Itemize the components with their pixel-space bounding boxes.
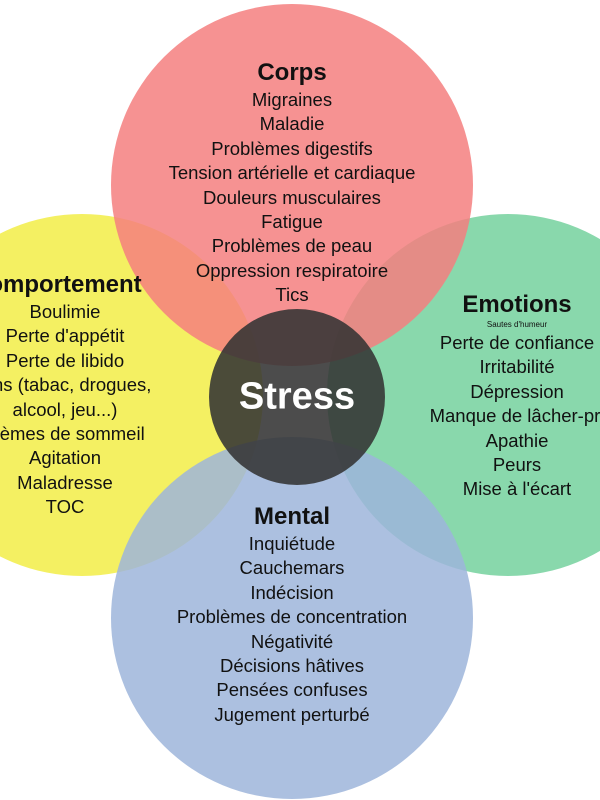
comportement-item: TOC (45, 496, 85, 518)
corps-item: Tics (275, 284, 309, 306)
mental-item: Jugement perturbé (214, 703, 370, 725)
corps-item: Oppression respiratoire (195, 259, 389, 281)
mental-items: Inquiétude Cauchemars Indécision Problèm… (177, 532, 407, 727)
corps-item: Maladie (259, 113, 325, 135)
emotions-item: Peurs (492, 454, 542, 476)
emotions-item: Apathie (485, 429, 549, 451)
corps-title: Corps (257, 59, 327, 86)
comportement-section: omportement Boulimie Perte d'appétit Per… (0, 270, 151, 520)
emotions-item: Dépression (470, 380, 564, 402)
mental-item: Inquiétude (248, 533, 336, 554)
corps-section: Corps Migraines Maladie Problèmes digest… (169, 58, 416, 308)
mental-circle (111, 437, 473, 799)
emotions-item: Mise à l'écart (462, 478, 572, 500)
comportement-item: Perte de libido (5, 349, 125, 371)
corps-items: Migraines Maladie Problèmes digestifs Te… (169, 88, 416, 308)
comportement-item: Perte d'appétit (5, 325, 125, 347)
corps-item: Problèmes de peau (211, 235, 373, 257)
mental-item: Indécision (250, 581, 334, 603)
comportement-items: Boulimie Perte d'appétit Perte de libido… (0, 300, 151, 520)
comportement-item: Boulimie (29, 301, 101, 322)
comportement-item: ions (tabac, drogues, (0, 374, 152, 396)
mental-item: Pensées confuses (216, 679, 368, 701)
comportement-item: Maladresse (17, 471, 113, 493)
corps-item: Problèmes digestifs (211, 137, 373, 159)
corps-item: Fatigue (261, 211, 323, 233)
mental-title: Mental (253, 503, 331, 530)
stress-center-circle (209, 309, 385, 485)
mental-item: Décisions hâtives (220, 655, 364, 677)
emotions-item: Manque de lâcher-pri (429, 405, 600, 427)
comportement-item: blèmes de sommeil (0, 423, 145, 445)
emotions-section: Emotions Sautes d'humeur Perte de confia… (430, 290, 600, 502)
mental-item: Négativité (250, 630, 334, 652)
emotions-title: Emotions (462, 291, 572, 318)
mental-item: Problèmes de concentration (176, 606, 408, 628)
comportement-item: alcool, jeu...) (12, 398, 118, 420)
comportement-item: Agitation (29, 447, 101, 469)
corps-item: Migraines (251, 89, 333, 110)
mental-section: Mental Inquiétude Cauchemars Indécision … (177, 502, 407, 727)
emotions-note: Sautes d'humeur (486, 320, 548, 329)
emotions-item: Irritabilité (479, 356, 555, 378)
comportement-title: omportement (0, 271, 142, 298)
emotions-item: Perte de confiance (439, 332, 595, 353)
mental-item: Cauchemars (239, 557, 345, 579)
corps-circle (111, 4, 473, 366)
emotions-items: Perte de confiance Irritabilité Dépressi… (430, 331, 600, 502)
corps-item: Douleurs musculaires (203, 186, 381, 208)
corps-item: Tension artérielle et cardiaque (168, 162, 416, 184)
stress-label: Stress (238, 375, 356, 418)
